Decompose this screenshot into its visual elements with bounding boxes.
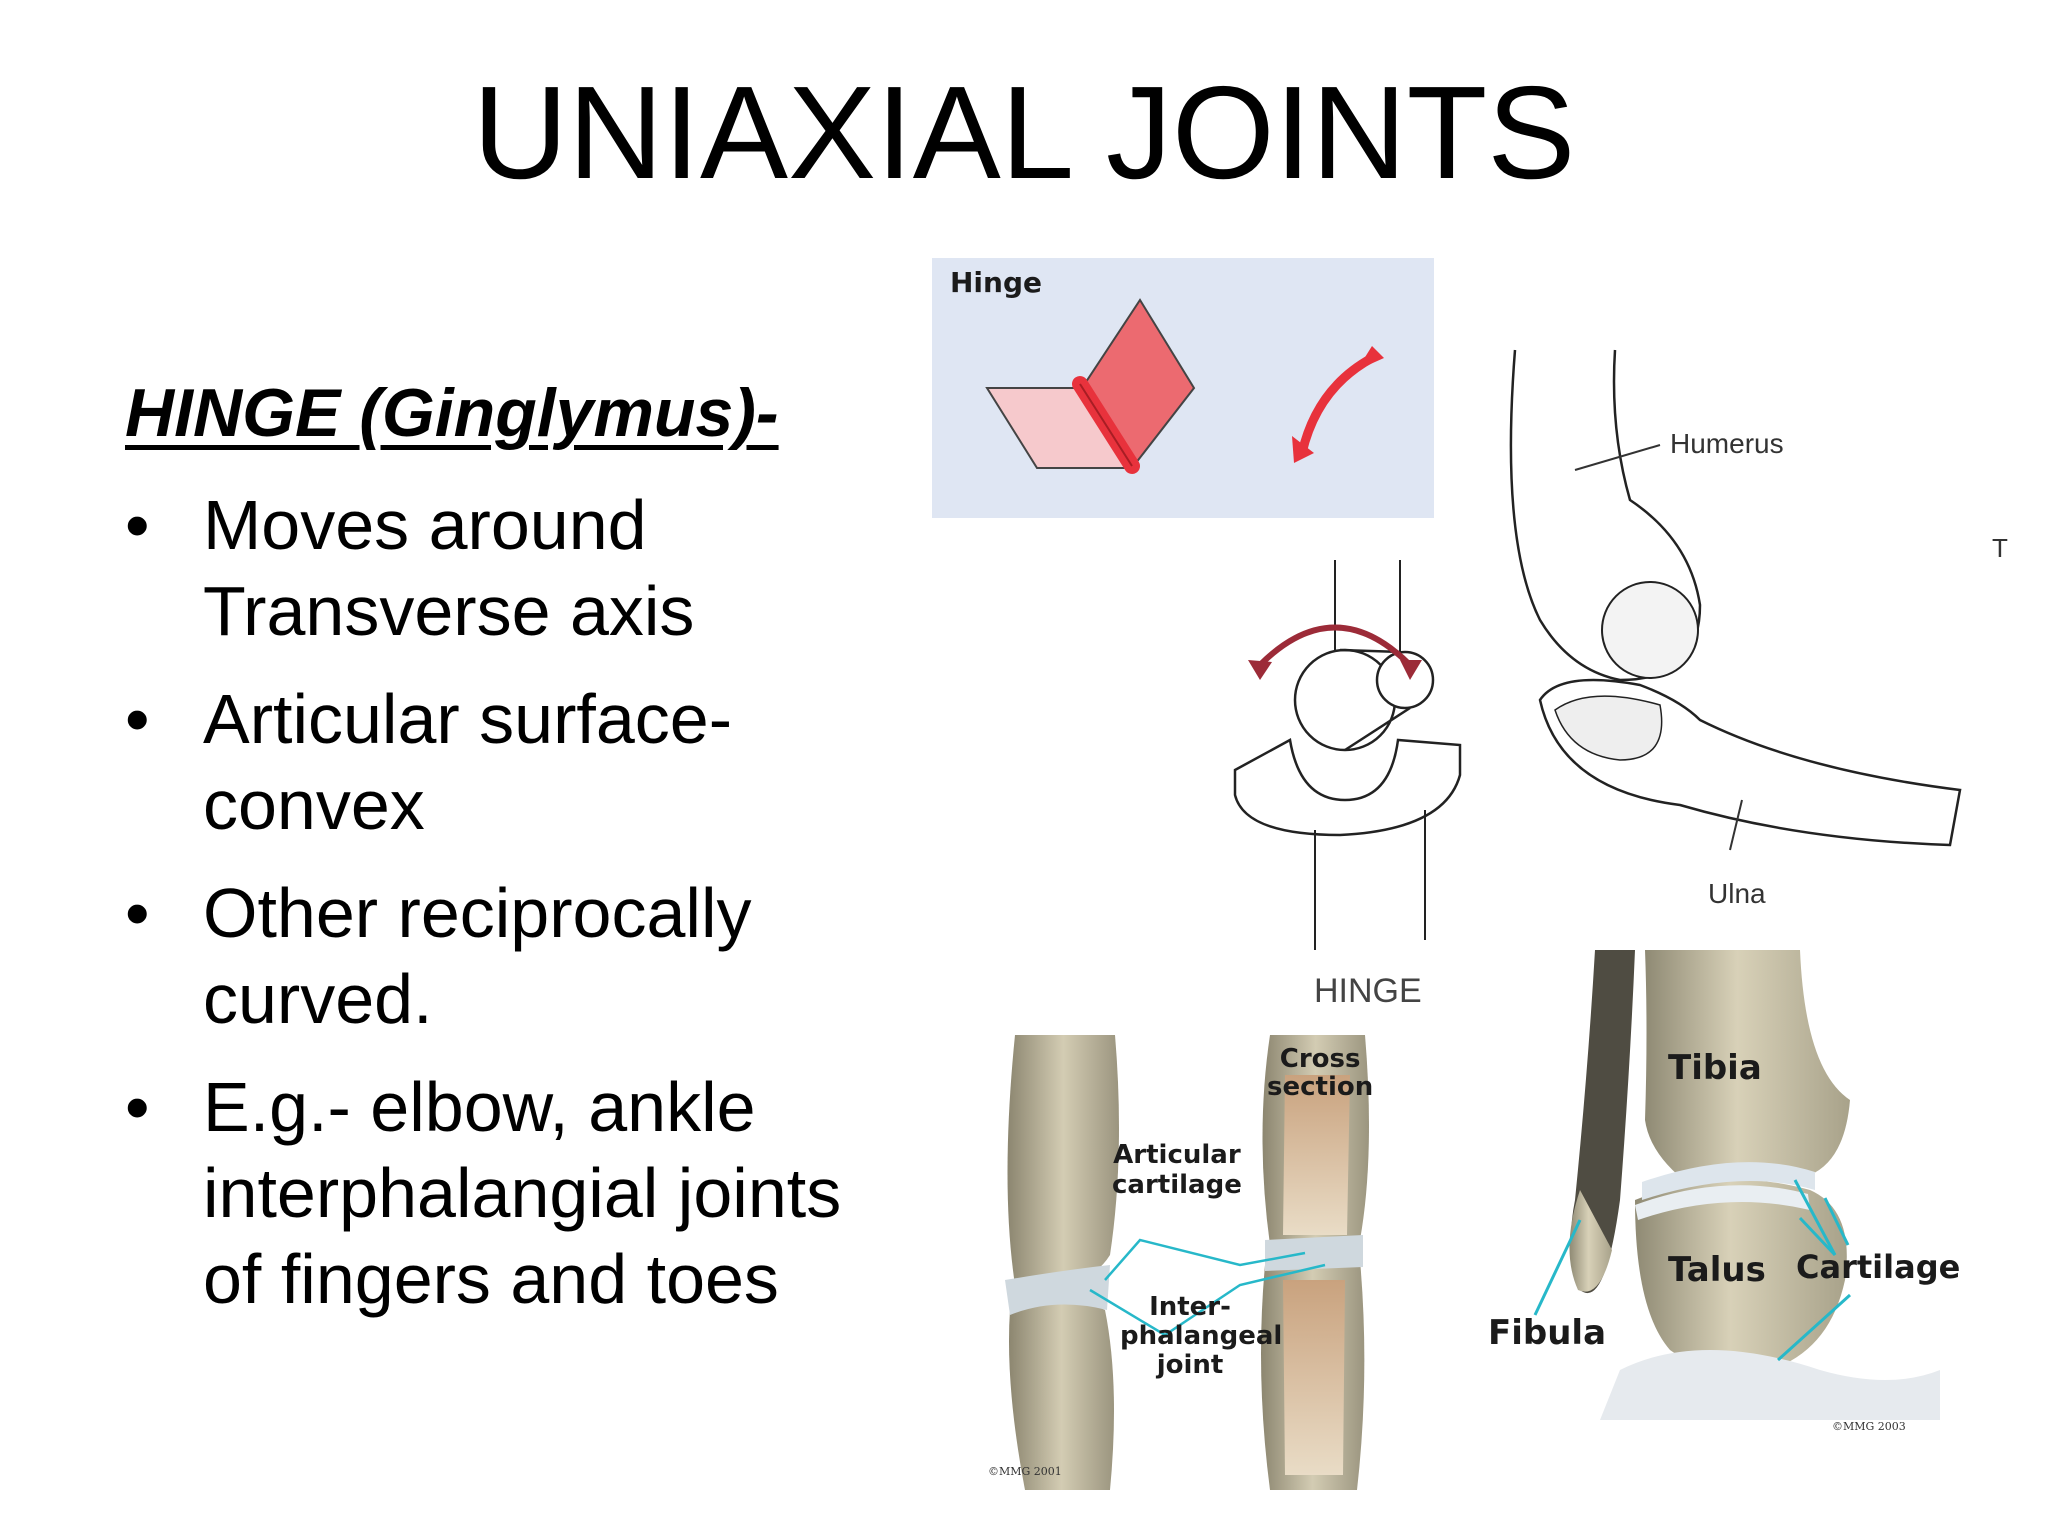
ankle-cartilage	[1635, 1162, 1815, 1220]
phalanx-cross-section	[1261, 1035, 1369, 1490]
humerus-bone	[1509, 349, 1702, 682]
bullet-line: Moves around	[203, 486, 647, 564]
cross-section-line: Cross	[1279, 1044, 1361, 1074]
bullet-text: Articular surface- convex	[203, 676, 1083, 848]
ulna-bone	[1538, 678, 1962, 847]
bullet-line: Transverse axis	[203, 572, 695, 650]
inter-line: phalangeal	[1120, 1321, 1283, 1351]
bullet-text: Other reciprocally curved.	[203, 870, 1083, 1042]
ankle-bones-illustration	[1533, 950, 1940, 1420]
bullet-line: curved.	[203, 960, 433, 1038]
hinge-diagram-label: HINGE	[1314, 972, 1422, 1010]
bullet-marker: •	[125, 874, 150, 952]
bullet-marker: •	[125, 486, 150, 564]
fibula-label: Fibula	[1488, 1313, 1607, 1353]
bullet-line: of fingers and toes	[203, 1240, 779, 1318]
copyright-ankle: ©MMG 2003	[1832, 1420, 1906, 1433]
slide-title: UNIAXIAL JOINTS	[472, 59, 1576, 206]
bullet-text: Moves around Transverse axis	[203, 482, 1083, 654]
hinge-axis-lines	[1314, 560, 1426, 950]
articular-line: cartilage	[1112, 1170, 1242, 1200]
phalanx-left	[1005, 1035, 1119, 1490]
hinge-socket	[1233, 738, 1462, 837]
copyright-finger: ©MMG 2001	[988, 1465, 1062, 1478]
rotation-arrow-icon	[1248, 624, 1422, 680]
fibula-bone	[1569, 950, 1635, 1294]
edge-letter: T	[1992, 533, 2008, 563]
bullet-marker: •	[125, 1068, 150, 1146]
finger-bones-illustration	[1005, 1035, 1369, 1490]
hinge-pin	[1072, 376, 1140, 474]
bullet-line: Other reciprocally	[203, 874, 752, 952]
talus-label: Talus	[1668, 1250, 1766, 1290]
ankle-pointer-lines	[1533, 1179, 1852, 1362]
label-leader-lines	[1574, 444, 1743, 851]
articular-cartilage-label: Articular cartilage	[1112, 1140, 1242, 1200]
elbow-figure	[1509, 349, 1962, 851]
tibia-bone	[1645, 950, 1850, 1185]
hinge-cylinder	[1293, 648, 1435, 752]
subheading: HINGE (Ginglymus)-	[125, 375, 779, 451]
bullet-text: E.g.- elbow, ankle interphalangial joint…	[203, 1064, 1083, 1322]
interphalangeal-joint-label: Inter- phalangeal joint	[1120, 1292, 1282, 1380]
bullet-line: E.g.- elbow, ankle	[203, 1068, 756, 1146]
bullet-line: convex	[203, 766, 425, 844]
hinge-schematic	[985, 298, 1384, 474]
cross-section-line: section	[1267, 1072, 1374, 1102]
finger-joint-figure: Cross section Articular cartilage Inter-…	[985, 1035, 1405, 1490]
rotation-arrow-icon	[1292, 346, 1384, 463]
bullet-marker: •	[125, 680, 150, 758]
humerus-label: Humerus	[1670, 428, 1784, 459]
cross-section-label: Cross section	[1267, 1045, 1373, 1101]
ankle-joint-figure: Tibia Talus Cartilage Fibula ©MMG 2003	[1470, 950, 1990, 1440]
tibia-label: Tibia	[1668, 1048, 1762, 1088]
ulna-label: Ulna	[1708, 878, 1766, 909]
bullet-line: interphalangial joints	[203, 1154, 842, 1232]
cartilage-label: Cartilage	[1796, 1248, 1961, 1286]
talus-bone	[1600, 1179, 1940, 1420]
hinge-panel: Hinge	[932, 258, 1434, 518]
cartilage-pointer-lines	[1089, 1238, 1326, 1337]
inter-line: Inter-	[1149, 1292, 1231, 1322]
bullet-line: Articular surface-	[203, 680, 733, 758]
hinge-panel-label: Hinge	[950, 266, 1042, 299]
articular-line: Articular	[1113, 1140, 1241, 1170]
inter-line: joint	[1156, 1350, 1224, 1380]
hinge-line-diagram	[1233, 560, 1462, 950]
